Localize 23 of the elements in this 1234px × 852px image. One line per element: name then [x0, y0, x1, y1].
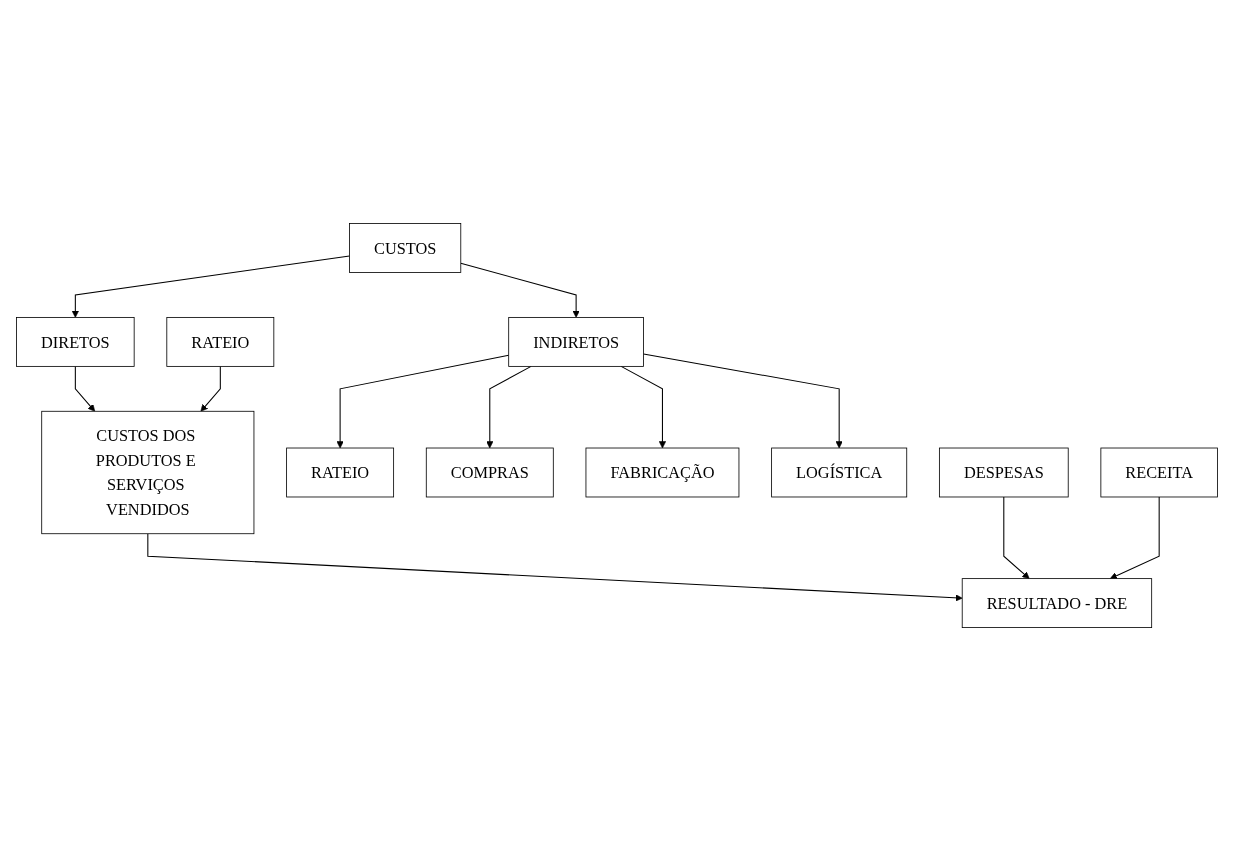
- node-box: DESPESAS: [939, 448, 1069, 498]
- arrow: [1003, 496, 1030, 580]
- arrow: [336, 355, 510, 449]
- arrow: [486, 366, 532, 449]
- node-box: RATEIO: [286, 448, 395, 498]
- node-box: RESULTADO - DRE: [961, 578, 1153, 629]
- node-box: DIRETOS: [16, 317, 135, 368]
- node-box: CUSTOS: [349, 223, 462, 274]
- node-box: INDIRETOS: [508, 317, 644, 368]
- node-box: RATEIO: [166, 317, 275, 368]
- arrow: [200, 366, 221, 413]
- arrow: [643, 353, 843, 449]
- node-box: CUSTOS DOS PRODUTOS E SERVIÇOS VENDIDOS: [41, 411, 255, 535]
- arrow: [71, 255, 351, 319]
- node-box: COMPRAS: [425, 448, 554, 498]
- arrow: [74, 366, 96, 413]
- arrow: [620, 366, 667, 449]
- node-box: FABRICAÇÃO: [585, 448, 740, 498]
- arrow: [147, 533, 963, 602]
- node-box: RECEITA: [1100, 448, 1218, 498]
- node-box: LOGÍSTICA: [771, 448, 908, 498]
- arrow: [460, 263, 580, 319]
- arrow: [1109, 496, 1160, 580]
